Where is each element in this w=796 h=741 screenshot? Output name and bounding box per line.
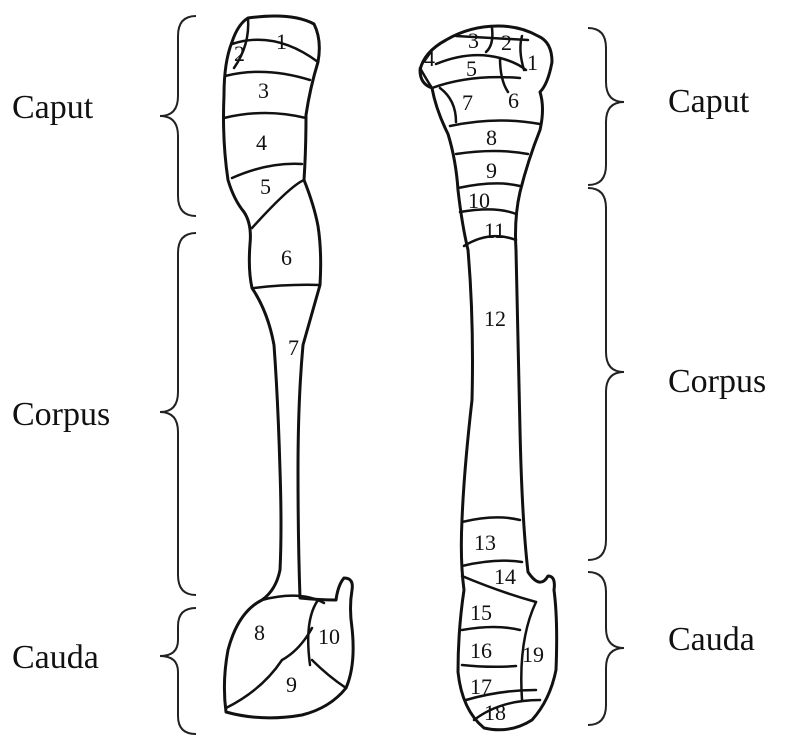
right-seg-1: 1: [527, 50, 538, 75]
left-cauda-label: Cauda: [12, 639, 99, 676]
right-seg-11: 11: [484, 218, 505, 243]
right-cauda-brace: [588, 572, 624, 725]
right-caput-label: Caput: [668, 83, 750, 120]
right-cauda-label: Cauda: [668, 621, 755, 658]
right-seg-17: 17: [470, 674, 492, 699]
right-seg-2: 2: [501, 30, 512, 55]
left-seg-9: 9: [286, 672, 297, 697]
right-seg-3: 3: [468, 28, 479, 53]
left-seg-1: 1: [276, 29, 287, 54]
right-seg-15: 15: [470, 600, 492, 625]
right-seg-8: 8: [486, 125, 497, 150]
left-seg-7: 7: [288, 335, 299, 360]
left-epididymis-outline: [224, 16, 354, 718]
left-seg-4: 4: [256, 130, 267, 155]
right-seg-18: 18: [484, 700, 506, 725]
right-corpus-brace: [588, 188, 624, 560]
left-corpus-brace: [160, 233, 196, 595]
left-seg-8: 8: [254, 620, 265, 645]
right-seg-5: 5: [466, 56, 477, 81]
right-seg-16: 16: [470, 638, 492, 663]
right-seg-9: 9: [486, 158, 497, 183]
right-seg-19: 19: [522, 642, 544, 667]
left-epididymis: 1 2 3 4 5 6 7 8 9 10: [224, 16, 354, 718]
right-seg-10: 10: [468, 188, 490, 213]
right-seg-6: 6: [508, 88, 519, 113]
left-caput-brace: [160, 16, 196, 216]
left-seg-5: 5: [260, 174, 271, 199]
right-seg-7: 7: [462, 90, 473, 115]
right-seg-12: 12: [484, 306, 506, 331]
right-seg-4: 4: [424, 46, 435, 71]
left-seg-6: 6: [281, 245, 292, 270]
right-seg-14: 14: [494, 564, 516, 589]
left-corpus-label: Corpus: [12, 396, 110, 433]
left-seg-10: 10: [318, 624, 340, 649]
left-cauda-brace: [160, 608, 196, 734]
left-seg-3: 3: [258, 78, 269, 103]
right-seg-13: 13: [474, 530, 496, 555]
right-corpus-label: Corpus: [668, 363, 766, 400]
right-caput-brace: [588, 28, 624, 185]
left-seg-2: 2: [234, 41, 245, 66]
right-epididymis: 1 2 3 4 5 6 7 8 9 10 11 12 13 14 15 16 1…: [420, 26, 557, 730]
left-caput-label: Caput: [12, 89, 94, 126]
